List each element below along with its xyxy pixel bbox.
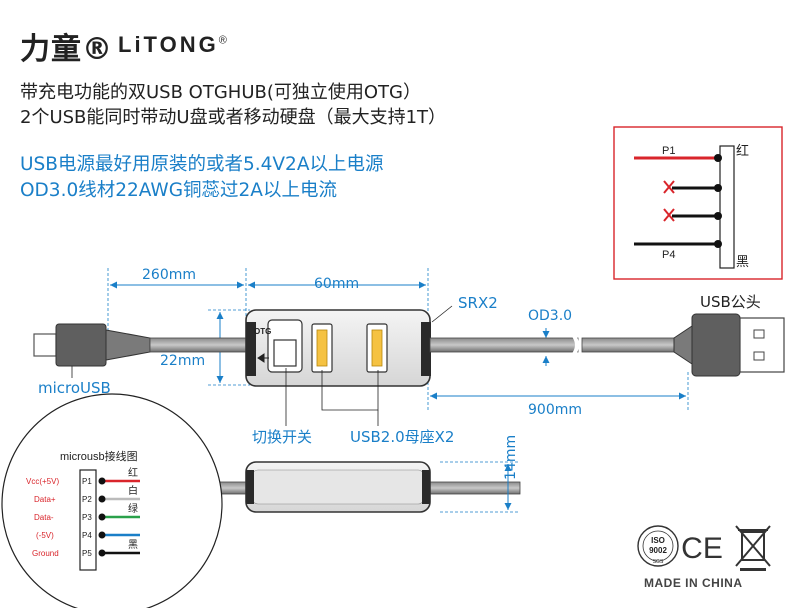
usb-pin-dot [714,154,722,162]
micro-pinout: P1 P2 P3 P4 P5 Vcc(+5V) Data+ Data- (-5V… [1,393,223,608]
micro-signal-neg5v: (-5V) [36,531,54,540]
micro-color-black: 黑 [128,539,138,551]
micro-color-green: 绿 [128,502,138,515]
cable-segment-usb-a [429,337,579,353]
cross-icon [663,208,675,222]
usb-a-plug-body [691,313,741,377]
cross-icon [663,180,675,194]
micro-signal-dplus: Data+ [34,495,56,504]
micro-pin-p1: P1 [82,477,92,486]
sgs-text: SGS [653,559,664,565]
hub-cap-right [421,322,431,376]
micro-pin-p5: P5 [82,549,92,558]
micro-color-white: 白 [128,484,138,497]
dim-900-label: 900mm [528,402,582,418]
brand-en-text: LiTONG [118,32,219,57]
micro-signal-vcc: Vcc(+5V) [26,477,59,486]
usb-pin-dot [714,212,722,220]
usb-pin-dot [714,240,722,248]
dim-60-label: 60mm [314,276,360,292]
iso-icon [637,525,679,567]
power-note: USB电源最好用原装的或者5.4V2A以上电源 [20,154,384,175]
od-label: OD3.0 [528,308,573,324]
micro-color-red: 红 [128,466,138,479]
dimension-lines-top [107,268,689,412]
microusb-plug-tip [33,333,57,357]
made-in-china-label: MADE IN CHINA [644,576,743,590]
brand-name-en: LiTONG® [118,32,227,58]
micro-pin-p3: P3 [82,513,92,522]
dim-14-label: 14mm [503,434,519,480]
cable-segment-micro [149,337,249,353]
ports-leader [321,370,379,411]
micro-signal-dminus: Data- [34,513,54,522]
hub-cap-left [246,322,256,376]
switch-label: 切换开关 [252,428,313,446]
usb-pinout-box: P1 P4 红 黑 [613,126,783,280]
otg-mark: OTG [254,327,271,336]
usb-color-black: 黑 [736,254,749,269]
switch-knob [273,339,297,367]
charge-icon [257,353,269,363]
dim-22-label: 22mm [160,353,206,369]
cable-top-view: OTG [33,309,785,387]
micro-pinout-title: microusb接线图 [60,451,138,463]
srx-leader [431,305,453,323]
usb-pin-strip [719,145,735,269]
iso-text: ISO [651,536,665,545]
cable-note: OD3.0线材22AWG铜蕊过2A以上电流 [20,180,337,201]
desc-line-2: 2个USB能同时带动U盘或者移动硬盘（最大支持1T） [20,107,447,128]
srx-label: SRX2 [458,294,498,312]
ports-label: USB2.0母座X2 [350,428,455,446]
micro-pin-strip [79,469,97,571]
microusb-plug-body [55,323,107,367]
cable-side-view [149,461,521,513]
brand-name-cn: 力童® [20,32,113,67]
micro-pinout-circle [1,393,223,608]
usb-pin-label-p1: P1 [662,145,675,157]
desc-line-1: 带充电功能的双USB OTGHUB(可独立使用OTG） [20,82,421,103]
weee-bin-icon [735,525,771,571]
micro-pin-p2: P2 [82,495,92,504]
dim-260-label: 260mm [142,267,196,283]
usb-pinout-frame [613,126,783,280]
brand-reg-mark: ® [218,34,227,47]
usb-male-label: USB公头 [700,293,761,311]
certification-marks: ISO 9002 SGS CE [637,525,771,571]
usb-pin-dot [714,184,722,192]
usb-a-plug-metal [739,317,785,373]
iso-num-text: 9002 [649,546,667,555]
microusb-label: microUSB [38,379,111,397]
ce-mark-icon: CE [681,532,723,565]
micro-pin-p4: P4 [82,531,92,540]
cable-segment-usb-b [581,337,675,353]
micro-signal-ground: Ground [32,549,59,558]
usb-color-red: 红 [736,143,749,158]
usb-pin-label-p4: P4 [662,249,675,261]
